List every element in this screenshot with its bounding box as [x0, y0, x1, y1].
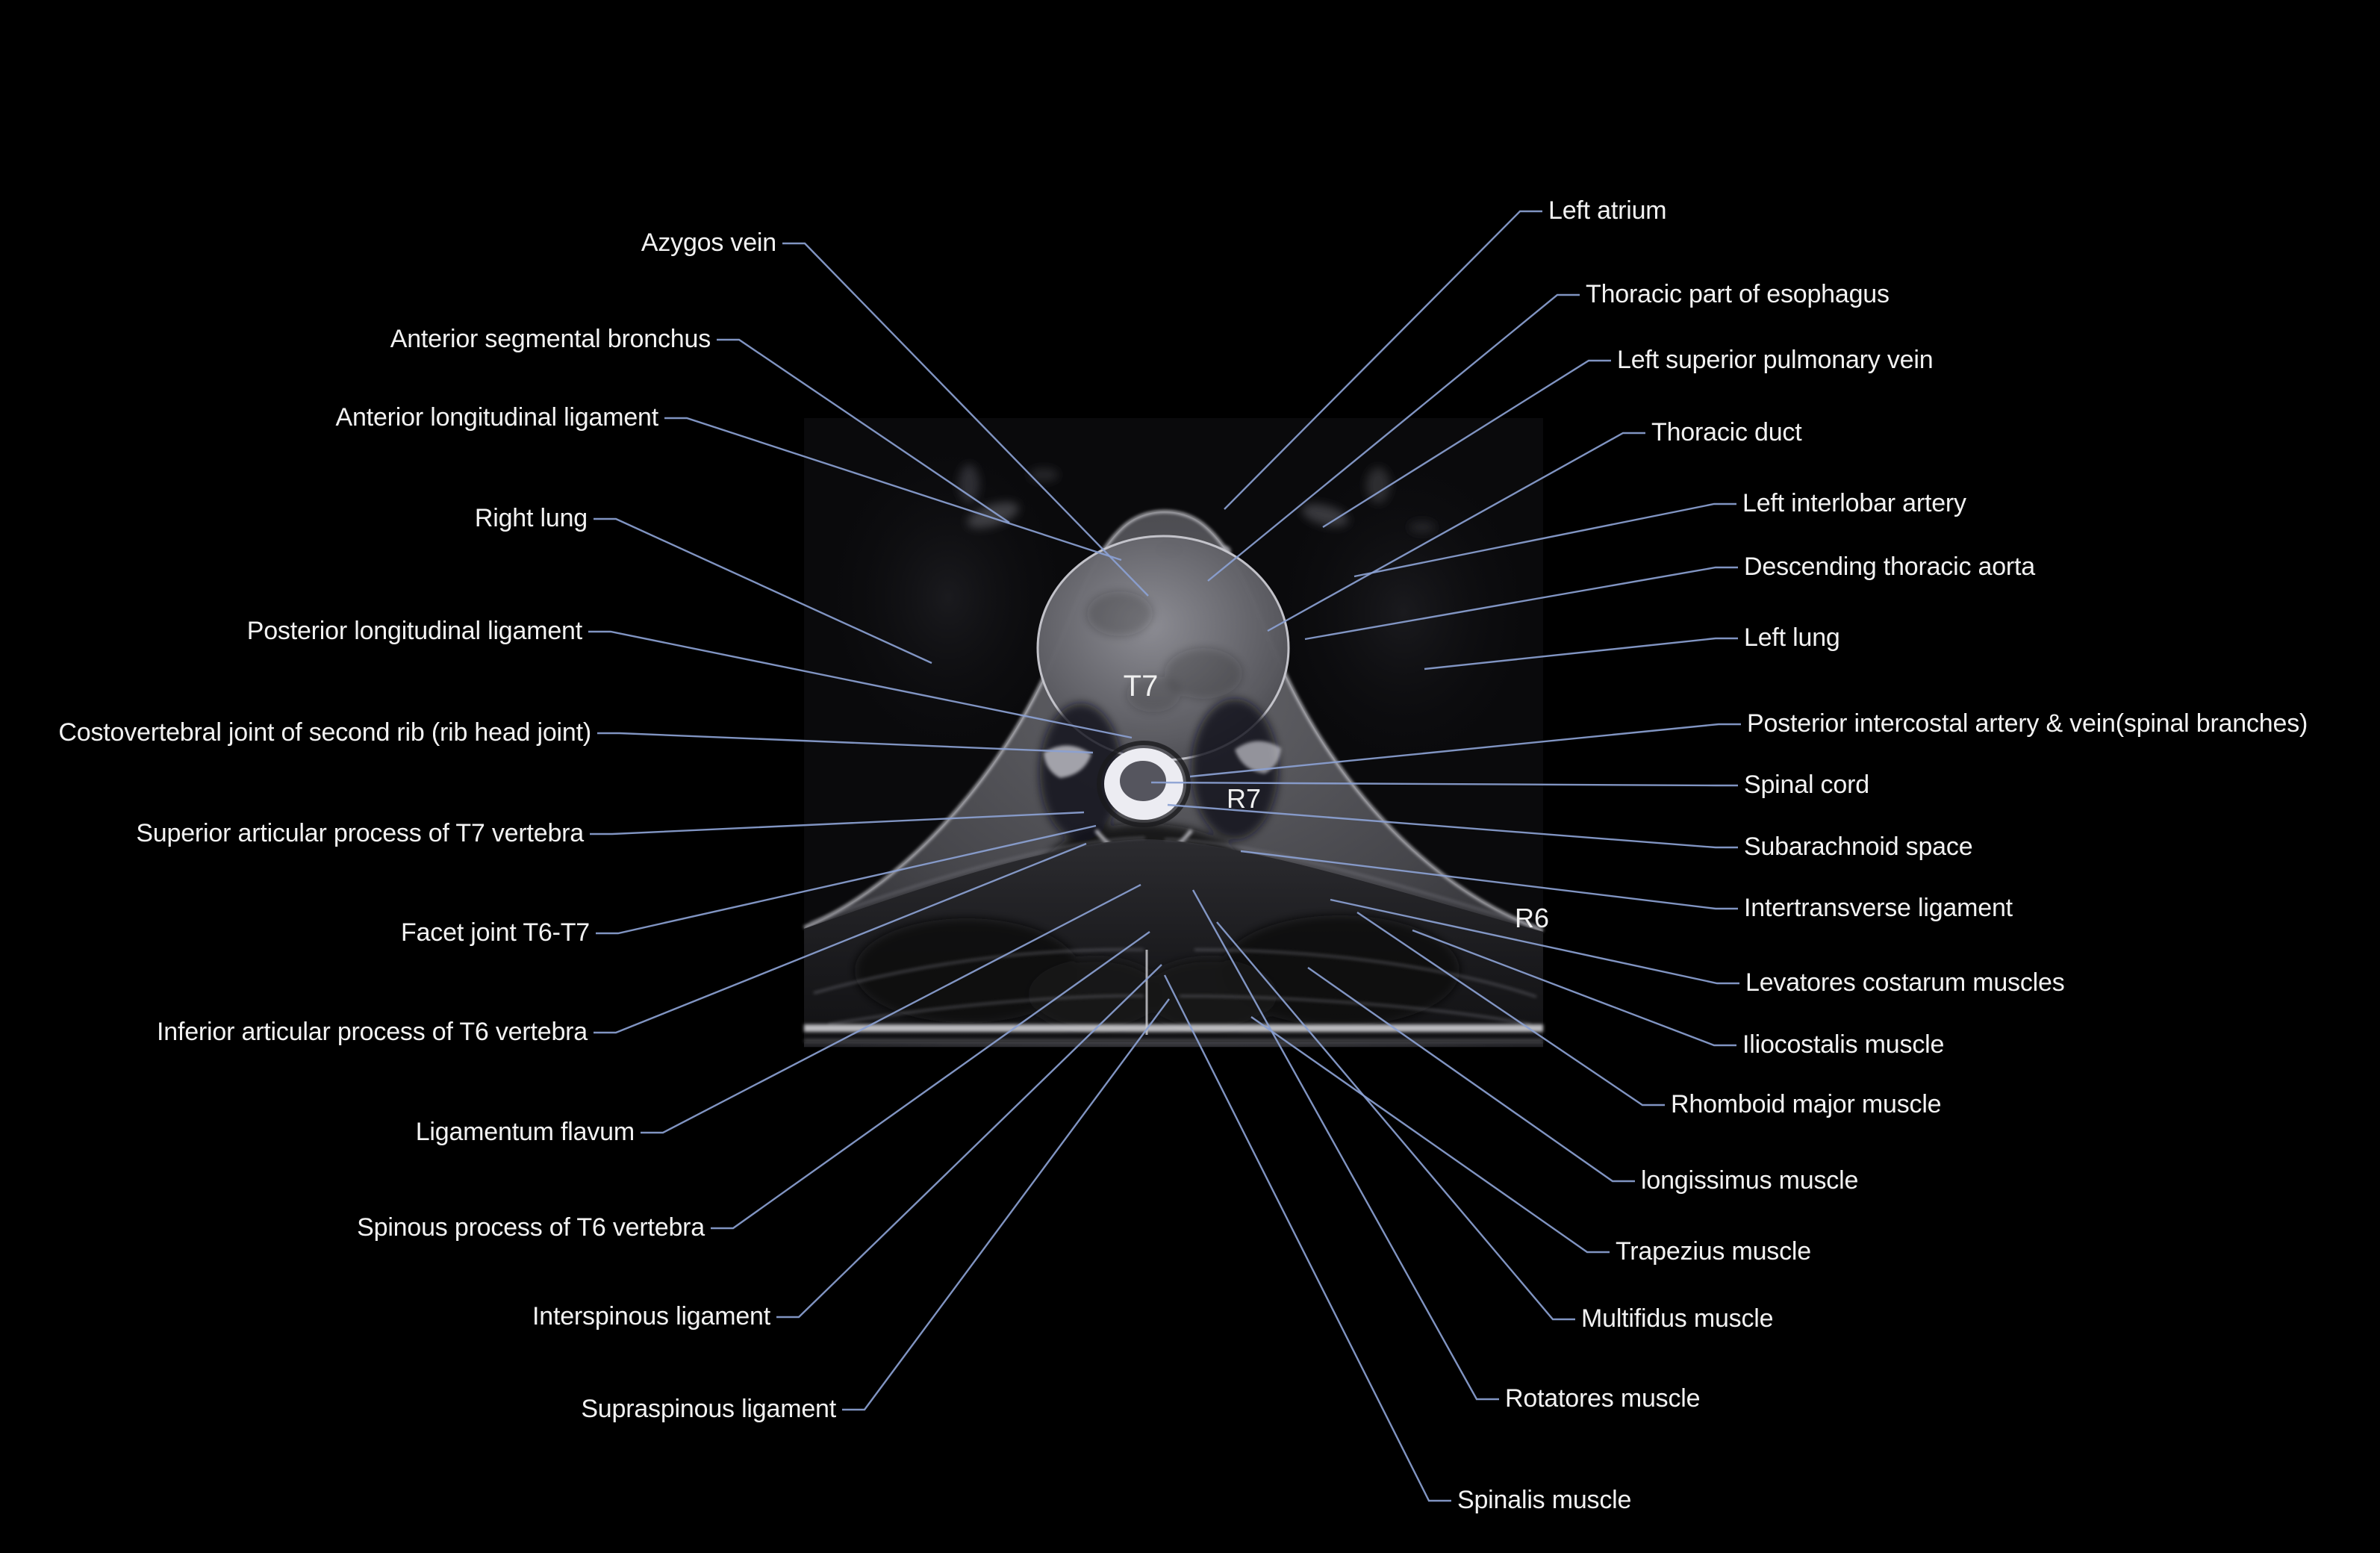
connector-spinous-process-t6	[711, 931, 1150, 1230]
connector-inferior-articular-process-t6	[594, 842, 1087, 1034]
rib7-mark: R7	[1227, 783, 1261, 814]
muscle-septa	[809, 836, 1539, 1026]
connector-supraspinous-ligament	[842, 998, 1170, 1411]
vertebra-level-mark: T7	[1124, 670, 1159, 703]
posterior-skin	[804, 1024, 1543, 1042]
connector-left-superior-pulmonary-vein	[1322, 359, 1611, 529]
label-iliocostalis: Iliocostalis muscle	[1742, 1030, 1945, 1059]
label-spinous-process-t6: Spinous process of T6 vertebra	[357, 1213, 705, 1242]
connector-anterior-longitudinal-ligament	[664, 417, 1122, 561]
connector-subarachnoid-space	[1167, 803, 1738, 849]
connector-longissimus	[1307, 967, 1635, 1183]
label-levatores-costarum: Levatores costarum muscles	[1745, 968, 2065, 998]
connector-thoracic-esophagus	[1207, 293, 1580, 582]
label-left-interlobar-artery: Left interlobar artery	[1742, 489, 1966, 518]
connector-lines	[588, 210, 1741, 1502]
label-descending-thoracic-aorta: Descending thoracic aorta	[1744, 553, 2036, 582]
connector-anterior-segmental-bronchus	[717, 338, 1010, 523]
label-anterior-longitudinal-ligament: Anterior longitudinal ligament	[335, 403, 659, 432]
rib-heads	[1044, 741, 1281, 778]
connector-right-lung	[594, 517, 932, 665]
connector-costovertebral-joint	[597, 732, 1094, 754]
label-spinal-cord: Spinal cord	[1744, 771, 1869, 800]
connector-rhomboid-major	[1356, 912, 1665, 1107]
connector-superior-articular-process-t7	[590, 811, 1085, 835]
label-anterior-segmental-bronchus: Anterior segmental bronchus	[390, 325, 711, 354]
label-spinalis: Spinalis muscle	[1457, 1486, 1632, 1515]
connector-spinalis	[1163, 974, 1451, 1502]
connector-multifidus	[1216, 921, 1575, 1321]
connector-posterior-intercostal-artery-vein	[1189, 723, 1741, 778]
connector-left-lung	[1424, 637, 1738, 670]
connector-thoracic-duct	[1267, 432, 1645, 632]
skin-outline	[803, 510, 1544, 932]
label-costovertebral-joint: Costovertebral joint of second rib (rib …	[58, 718, 591, 747]
label-left-atrium: Left atrium	[1548, 196, 1667, 225]
label-multifidus: Multifidus muscle	[1581, 1304, 1774, 1333]
connector-iliocostalis	[1412, 929, 1736, 1047]
label-facet-joint-t6-t7: Facet joint T6-T7	[401, 918, 590, 947]
label-thoracic-duct: Thoracic duct	[1651, 418, 1802, 447]
connector-trapezius	[1250, 1016, 1610, 1254]
connector-left-interlobar-artery	[1353, 502, 1736, 578]
label-intertransverse-ligament: Intertransverse ligament	[1744, 894, 2013, 923]
label-posterior-intercostal-artery-vein: Posterior intercostal artery & vein(spin…	[1747, 709, 2308, 738]
connector-facet-joint-t6-t7	[596, 824, 1097, 935]
connector-left-atrium	[1224, 210, 1542, 510]
label-thoracic-esophagus: Thoracic part of esophagus	[1586, 280, 1890, 309]
rib6-mark: R6	[1515, 903, 1549, 933]
label-interspinous-ligament: Interspinous ligament	[532, 1302, 770, 1331]
scan-annotations: T7 R7 R6	[1124, 670, 1549, 933]
label-ligamentum-flavum: Ligamentum flavum	[415, 1118, 635, 1147]
label-trapezius: Trapezius muscle	[1616, 1237, 1811, 1266]
spinal-canal	[1097, 741, 1191, 827]
hilar-vessels	[959, 464, 1436, 533]
spinal-cord-shape	[1120, 761, 1166, 801]
connector-intertransverse-ligament	[1240, 850, 1738, 910]
label-inferior-articular-process-t6: Inferior articular process of T6 vertebr…	[157, 1018, 588, 1047]
label-rhomboid-major: Rhomboid major muscle	[1671, 1090, 1942, 1119]
label-rotatores: Rotatores muscle	[1505, 1384, 1701, 1413]
label-azygos-vein: Azygos vein	[641, 228, 776, 258]
label-left-lung: Left lung	[1744, 623, 1840, 653]
connector-rotatores	[1191, 889, 1499, 1401]
label-subarachnoid-space: Subarachnoid space	[1744, 832, 1973, 862]
label-right-lung: Right lung	[474, 504, 588, 533]
vertebral-mottling	[1087, 591, 1242, 712]
connector-azygos-vein	[782, 242, 1149, 597]
mri-scan-image	[803, 418, 1545, 1048]
label-supraspinous-ligament: Supraspinous ligament	[581, 1395, 836, 1424]
connector-levatores-costarum	[1330, 898, 1739, 985]
label-longissimus: longissimus muscle	[1641, 1166, 1859, 1195]
label-left-superior-pulmonary-vein: Left superior pulmonary vein	[1617, 346, 1934, 375]
connector-posterior-longitudinal-ligament	[588, 630, 1133, 739]
connector-interspinous-ligament	[776, 964, 1162, 1319]
connector-spinal-cord	[1150, 781, 1738, 787]
connector-ligamentum-flavum	[641, 883, 1141, 1134]
label-posterior-longitudinal-ligament: Posterior longitudinal ligament	[246, 617, 582, 646]
label-superior-articular-process-t7: Superior articular process of T7 vertebr…	[136, 819, 584, 848]
connector-descending-thoracic-aorta	[1304, 566, 1738, 641]
